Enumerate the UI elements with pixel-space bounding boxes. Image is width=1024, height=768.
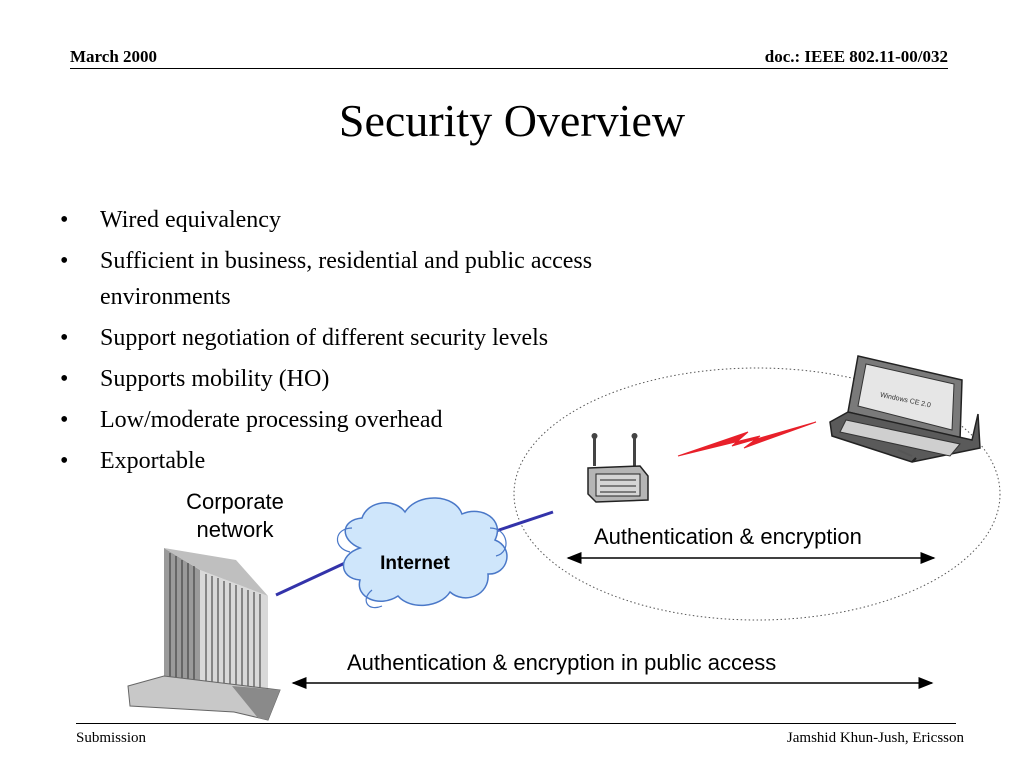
bullet-marker: • (60, 407, 69, 433)
bullet-text: Support negotiation of different securit… (100, 325, 549, 351)
corporate-internet-link (275, 561, 346, 597)
bullet-marker: • (60, 248, 69, 274)
handheld-pc-icon: Windows CE 2.0 (829, 355, 981, 463)
header-divider (70, 68, 948, 69)
corporate-network-label: Corporate network (186, 489, 284, 542)
public-auth-label: Authentication & encryption in public ac… (347, 650, 777, 675)
header-date: March 2000 (70, 47, 158, 66)
bullet-marker: • (60, 325, 69, 351)
bullet-item: • Wired equivalency (60, 202, 720, 238)
bullet-text: Wired equivalency (100, 207, 281, 233)
radio-link-bolt-icon (677, 421, 817, 457)
bullet-text: Supports mobility (HO) (100, 366, 330, 392)
footer-author: Jamshid Khun-Jush, Ericsson (786, 730, 964, 746)
bullet-item: • Exportable (60, 443, 720, 479)
bullet-list: • Wired equivalency • Sufficient in busine… (60, 202, 720, 484)
bullet-marker: • (60, 207, 69, 233)
bullet-item: • Supports mobility (HO) (60, 361, 720, 397)
footer-submission: Submission (76, 730, 147, 746)
bullet-text: Exportable (100, 448, 206, 474)
bullet-text: Low/moderate processing overhead (100, 407, 443, 433)
internet-cloud-icon (336, 497, 508, 609)
bullet-text: Sufficient in business, residential and … (100, 248, 593, 310)
wlan-auth-label: Authentication & encryption (594, 524, 862, 549)
footer-divider (76, 723, 956, 724)
access-point-icon (587, 433, 649, 503)
bullet-item: • Low/moderate processing overhead (60, 402, 720, 438)
wlan-coverage-ellipse (513, 367, 1001, 621)
header-doc-id: doc.: IEEE 802.11-00/032 (764, 47, 948, 66)
slide-title: Security Overview (338, 95, 686, 146)
corporate-building-icon (127, 548, 281, 721)
bullet-marker: • (60, 366, 69, 392)
bullet-item: • Support negotiation of different securi… (60, 320, 720, 356)
bullet-item: • Sufficient in business, residential and… (60, 243, 720, 315)
internet-label: Internet (380, 553, 450, 574)
bullet-marker: • (60, 448, 69, 474)
